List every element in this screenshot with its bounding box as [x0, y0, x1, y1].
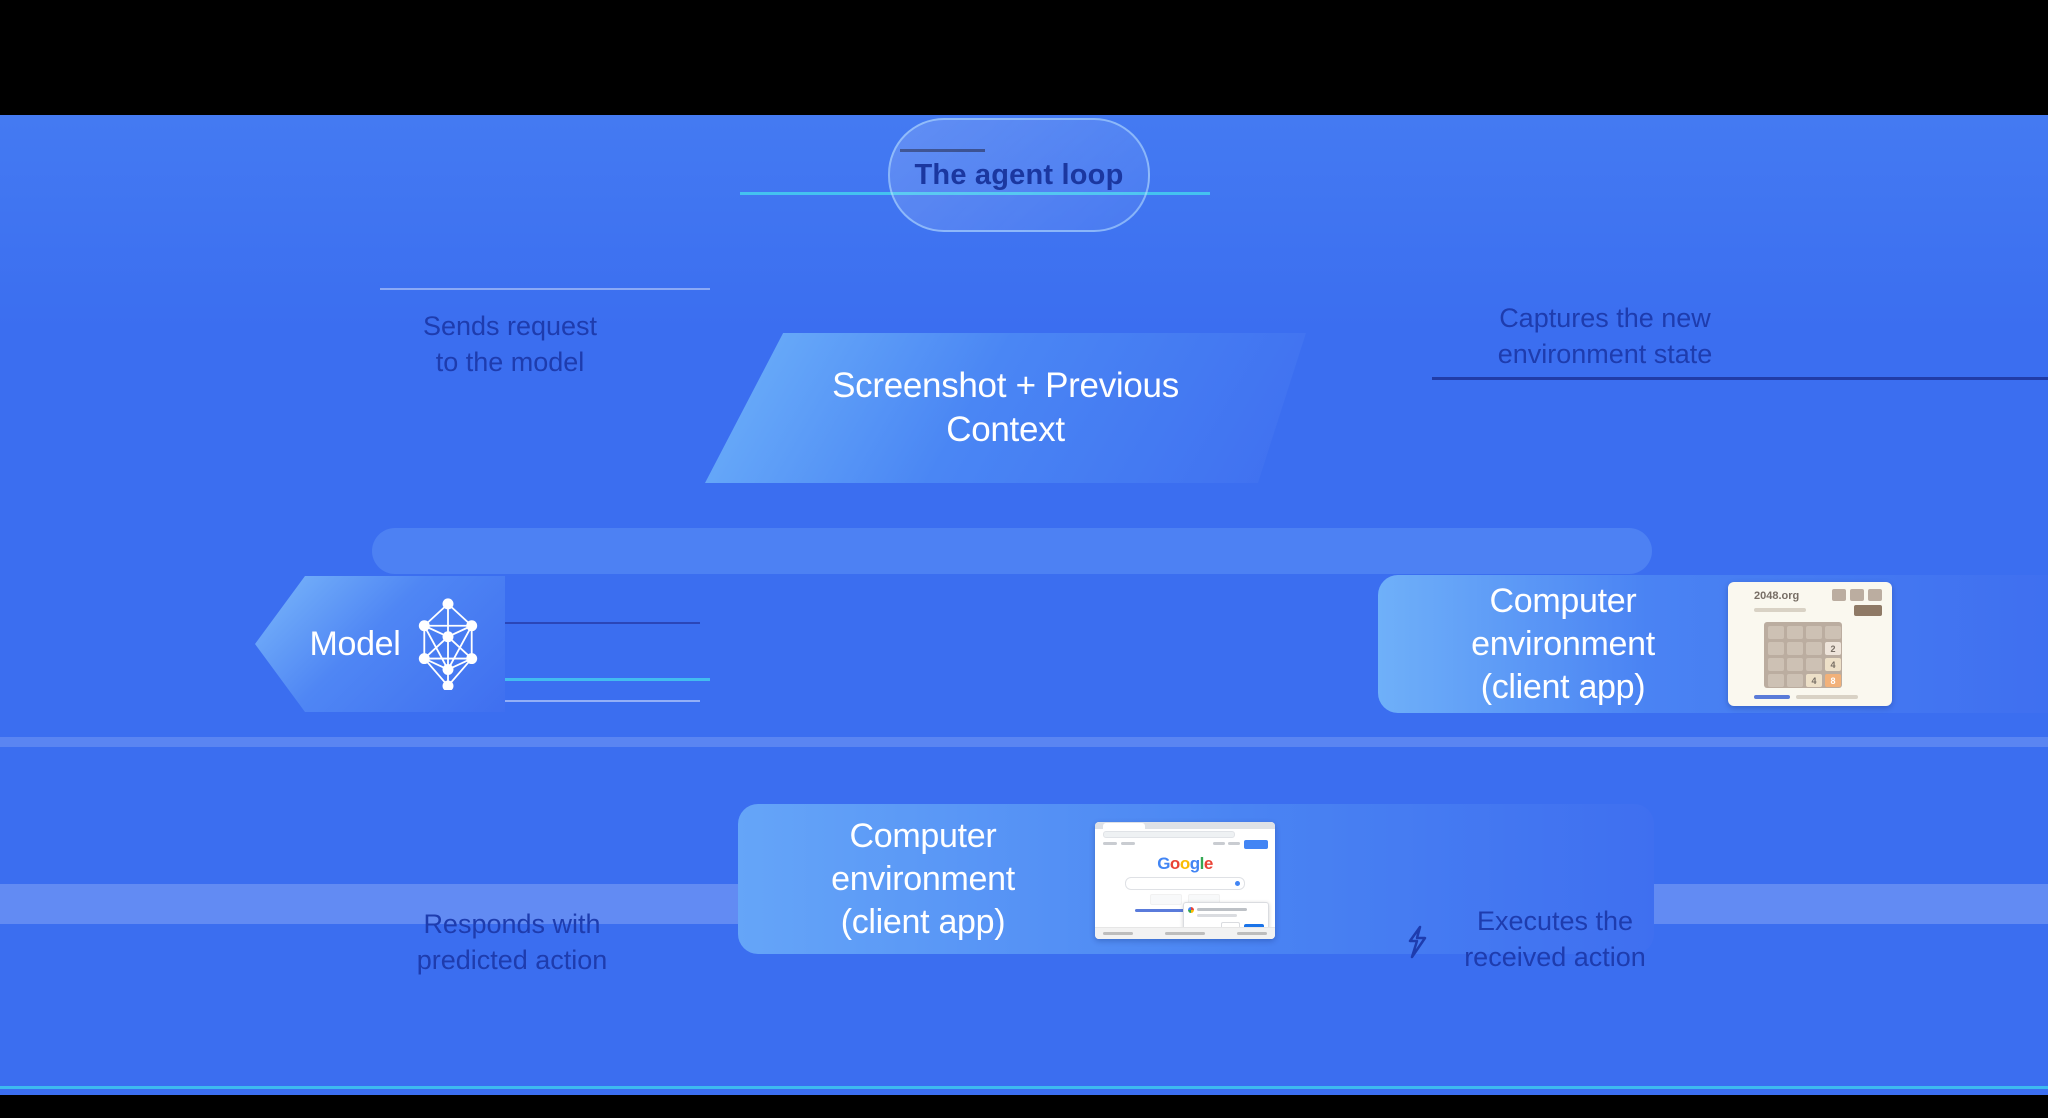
- edge-label-line: to the model: [435, 347, 585, 377]
- 2048-tile: 2: [1825, 642, 1841, 655]
- top-letterbox-bar: [0, 0, 2048, 115]
- mic-icon: [1235, 880, 1240, 886]
- edge-label-line: predicted action: [416, 945, 608, 975]
- edge-label-line: environment state: [1497, 339, 1713, 369]
- 2048-footer-link: [1754, 695, 1790, 699]
- environment-right-label: Computer environment (client app): [1398, 580, 1728, 709]
- google-g-icon: [1188, 907, 1194, 913]
- environment-node-right: Computer environment (client app): [1378, 575, 2048, 713]
- 2048-footer-text: [1796, 695, 1858, 699]
- environment-bottom-line2: (client app): [840, 902, 1006, 941]
- model-node: Model: [255, 576, 505, 712]
- neural-network-icon: [418, 598, 477, 690]
- browser-address-bar: [1103, 831, 1235, 838]
- edge-label-executes-action: Executes the received action: [1420, 903, 1690, 975]
- edge-label-line: Executes the: [1476, 906, 1634, 936]
- bottom-letterbox-bar: [0, 1095, 2048, 1118]
- context-node: Screenshot + Previous Context: [705, 333, 1306, 483]
- google-about-link: [1103, 842, 1117, 845]
- model-label: Model: [309, 625, 401, 663]
- google-footer-bar: [1095, 927, 1275, 939]
- edge-label-line: Captures the new: [1499, 303, 1711, 333]
- 2048-subtitle-text: [1754, 608, 1806, 612]
- google-images-link: [1228, 842, 1240, 845]
- 2048-score-box: [1868, 589, 1882, 601]
- edge-label-sends-request: Sends request to the model: [380, 308, 640, 380]
- browser-tab: [1103, 823, 1145, 829]
- 2048-tile: 4: [1806, 674, 1822, 687]
- google-store-link: [1121, 842, 1135, 845]
- agent-loop-title-pill: The agent loop: [888, 118, 1150, 232]
- 2048-new-game-button: [1854, 605, 1882, 616]
- 2048-tile: 8: [1825, 674, 1841, 687]
- environment-bottom-line1: Computer environment: [831, 816, 1015, 898]
- environment-bottom-label: Computer environment (client app): [758, 815, 1088, 944]
- edge-label-captures-state: Captures the new environment state: [1460, 300, 1750, 372]
- edge-label-responds-action: Responds with predicted action: [382, 906, 642, 978]
- 2048-score-box: [1850, 589, 1864, 601]
- google-sign-in-button: [1244, 840, 1268, 849]
- dialog-text-line: [1197, 908, 1247, 911]
- google-search-input: [1125, 877, 1245, 890]
- edge-label-line: Sends request: [422, 311, 598, 341]
- google-search-button: [1150, 894, 1182, 905]
- context-line2: Context: [946, 410, 1065, 449]
- spark-icon: [1408, 925, 1427, 959]
- footer-link: [1103, 932, 1133, 935]
- browser-tab-bar: [1095, 822, 1275, 829]
- google-gmail-link: [1213, 842, 1225, 845]
- 2048-game-screenshot: 2048.org 2 4 4 8: [1728, 582, 1892, 706]
- edge-label-line: Responds with: [423, 909, 601, 939]
- environment-right-line1: Computer environment: [1471, 581, 1655, 663]
- google-logo: Google: [1157, 854, 1213, 873]
- 2048-tile: 4: [1825, 658, 1841, 671]
- dialog-text-line: [1197, 914, 1237, 917]
- edge-label-line: received action: [1464, 942, 1646, 972]
- context-line1: Screenshot + Previous: [832, 366, 1179, 405]
- 2048-score-box: [1832, 589, 1846, 601]
- agent-loop-title: The agent loop: [914, 158, 1124, 191]
- 2048-grid: 2 4 4 8: [1764, 622, 1842, 688]
- 2048-site-title: 2048.org: [1754, 590, 1800, 602]
- footer-link: [1237, 932, 1267, 935]
- google-search-screenshot: Google: [1095, 822, 1275, 939]
- environment-right-line2: (client app): [1480, 667, 1646, 706]
- footer-link: [1165, 932, 1205, 935]
